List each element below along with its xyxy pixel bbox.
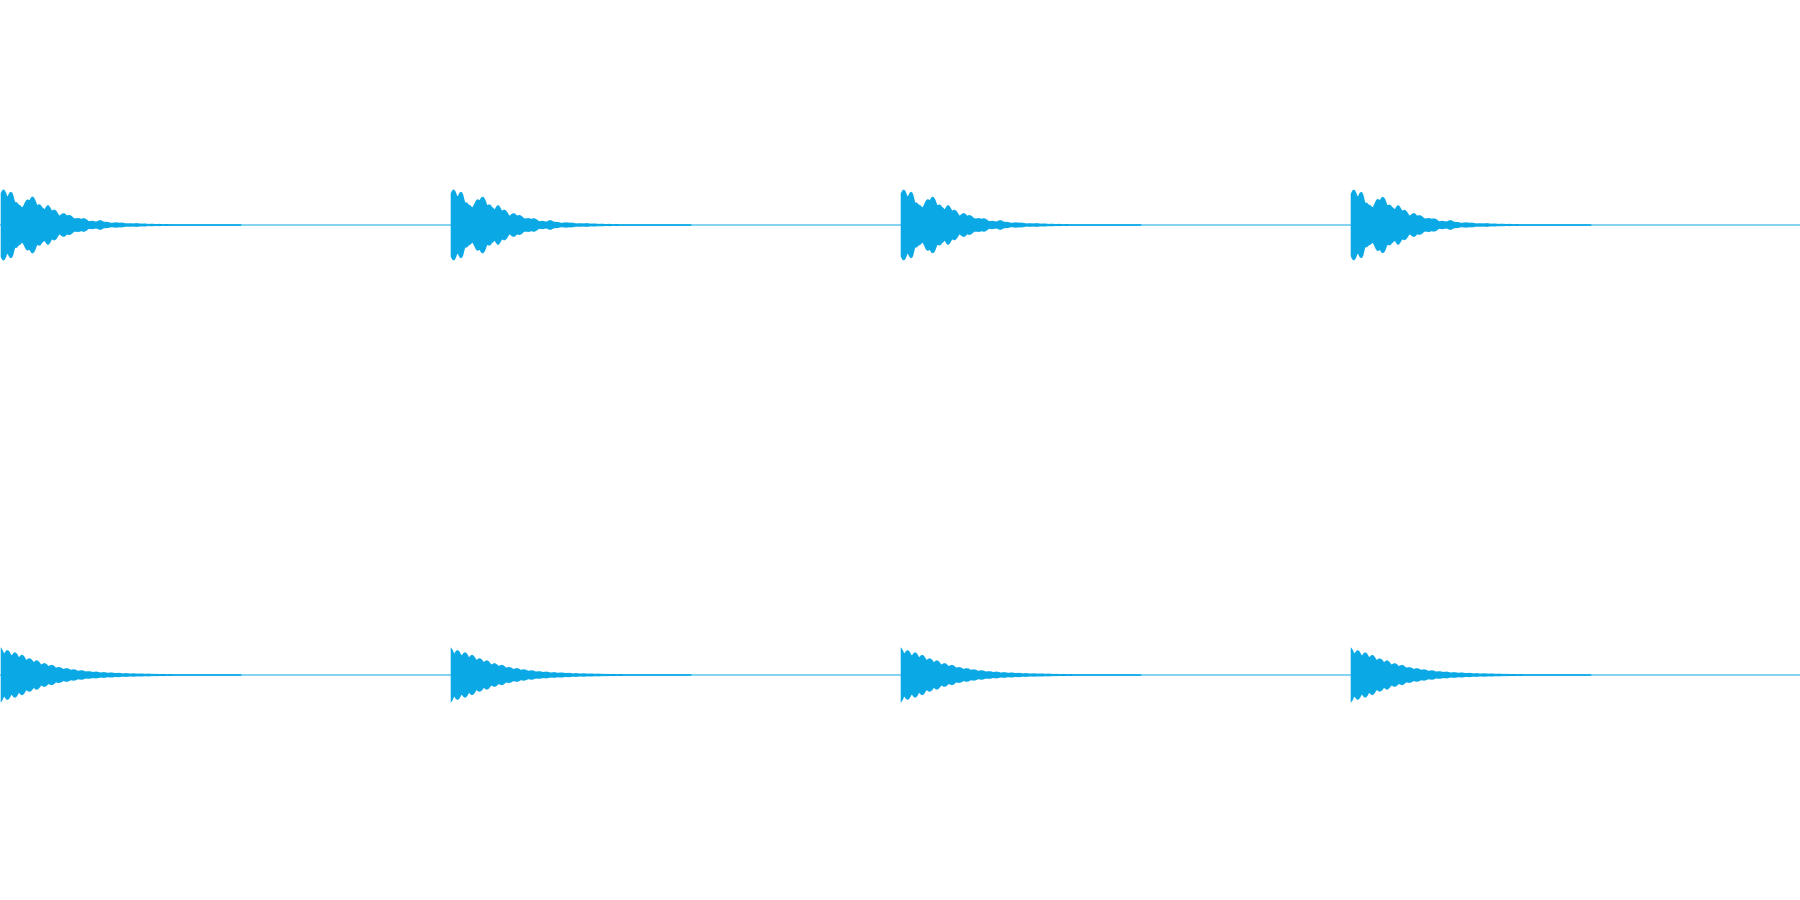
waveform-burst <box>1350 647 1592 703</box>
waveform-burst <box>0 189 242 261</box>
waveform-burst <box>450 647 692 703</box>
waveform-burst <box>1350 189 1592 261</box>
waveform-burst <box>900 189 1142 261</box>
waveform-burst <box>900 647 1142 703</box>
channel-right <box>0 647 1800 703</box>
waveform-burst <box>450 189 692 261</box>
channel-left <box>0 189 1800 261</box>
waveform-burst <box>0 647 242 703</box>
